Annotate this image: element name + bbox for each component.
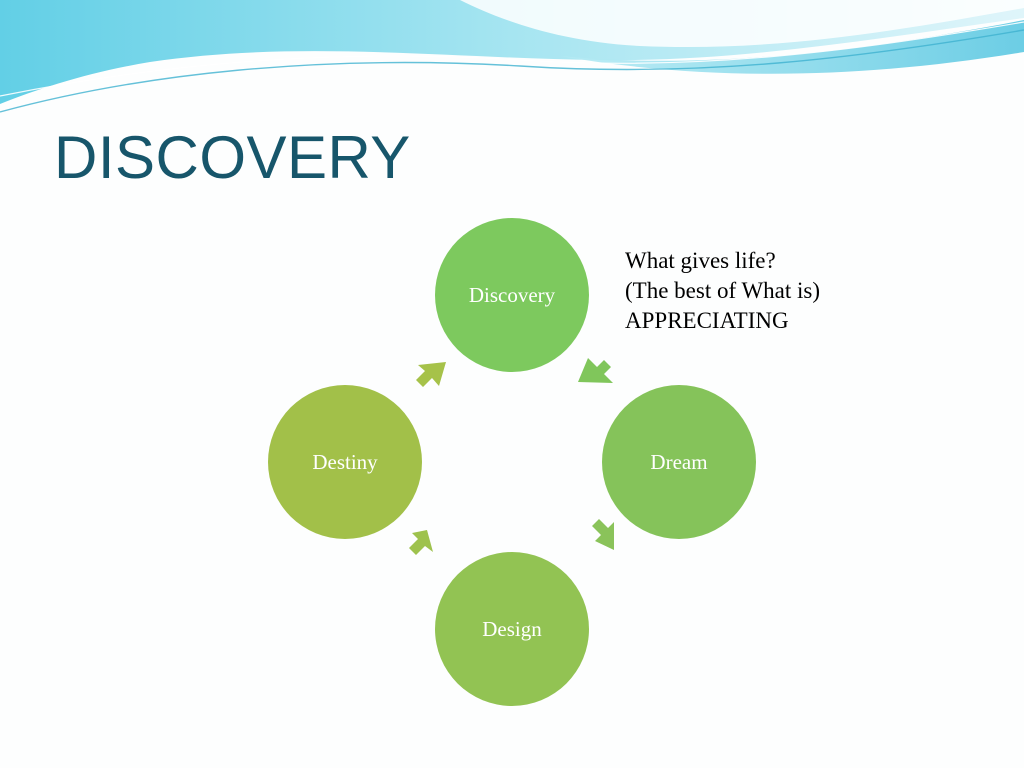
slide-title: DISCOVERY xyxy=(54,124,411,191)
cycle-node-destiny: Destiny xyxy=(268,385,422,539)
cycle-node-design: Design xyxy=(435,552,589,706)
annotation-line: What gives life? xyxy=(625,248,776,273)
discovery-annotation: What gives life? (The best of What is) A… xyxy=(625,246,820,336)
cycle-node-label: Dream xyxy=(650,449,708,474)
annotation-line: (The best of What is) xyxy=(625,278,821,303)
arrow-discovery-to-dream xyxy=(578,358,613,383)
cycle-node-discovery: Discovery xyxy=(435,218,589,372)
cycle-node-label: Destiny xyxy=(312,449,378,474)
header-wave-decoration xyxy=(0,0,1024,113)
arrow-destiny-to-discovery xyxy=(416,362,446,387)
cycle-node-dream: Dream xyxy=(602,385,756,539)
annotation-line: APPRECIATING xyxy=(625,308,789,333)
cycle-node-label: Design xyxy=(482,616,542,641)
arrow-design-to-destiny xyxy=(409,530,433,555)
cycle-node-label: Discovery xyxy=(468,282,556,307)
arrow-dream-to-design xyxy=(592,519,614,550)
